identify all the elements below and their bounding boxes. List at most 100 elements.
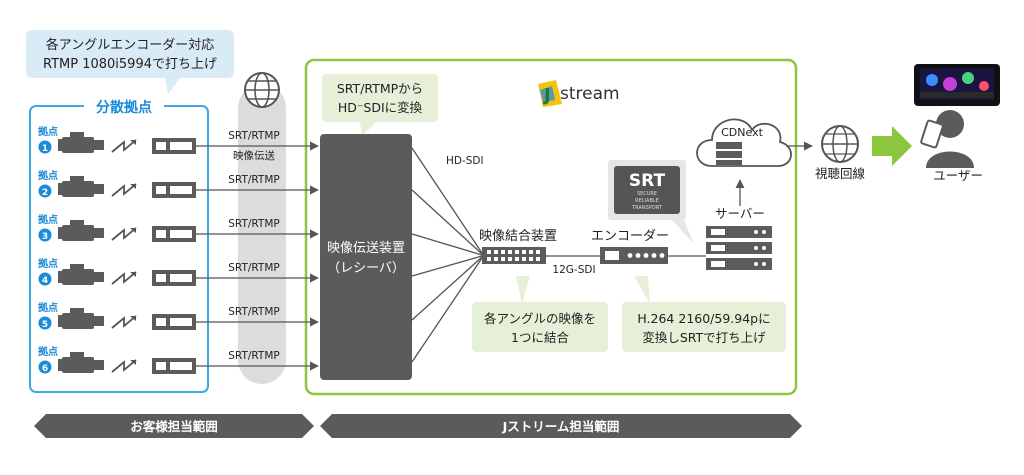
- site-label: 拠点: [38, 301, 58, 314]
- combine-note-callout: 各アングルの映像を 1つに結合: [472, 276, 608, 352]
- combine-note-line-2: 1つに結合: [511, 330, 569, 345]
- site-encoder-icon: [152, 270, 196, 286]
- site-number: 5: [42, 320, 48, 330]
- site-number: 2: [42, 188, 48, 198]
- srt-badge-line-2: RELIABLE: [635, 198, 659, 204]
- site-label: 拠点: [38, 169, 58, 182]
- combiner-device: 映像結合装置: [479, 229, 557, 264]
- receiver-note-line-1: SRT/RTMPから: [337, 81, 423, 96]
- link-label: SRT/RTMP: [228, 174, 280, 186]
- tablet-screen: [914, 64, 1000, 106]
- hd-sdi-lines: [411, 147, 483, 363]
- encoder-note-callout: 各アングルエンコーダー対応 RTMP 1080i5994で打ち上げ: [26, 30, 234, 94]
- transmit-icon: [111, 359, 137, 373]
- jstream-scope-banner: Jストリーム担当範囲: [320, 414, 802, 438]
- site-encoder-icon: [152, 226, 196, 242]
- delivery-arrow: [872, 126, 912, 166]
- server-label: サーバー: [715, 206, 765, 221]
- camera-icon: [58, 220, 104, 241]
- srt-badge-title: SRT: [629, 171, 666, 191]
- transmit-icon: [111, 183, 137, 197]
- site-row: 拠点 3 SRT/RTMP: [38, 213, 319, 242]
- receiver-label-2: （レシーバ）: [327, 261, 405, 276]
- encode-note-callout: H.264 2160/59.94pに 変換しSRTで打ち上げ: [622, 276, 786, 352]
- srt-badge-line-1: SECURE: [637, 191, 657, 197]
- customer-scope-banner: お客様担当範囲: [34, 414, 314, 438]
- camera-icon: [58, 352, 104, 373]
- link-sublabel: 映像伝送: [233, 149, 275, 162]
- site-encoder-icon: [152, 138, 196, 154]
- srt-badge-line-3: TRANSPORT: [631, 205, 663, 211]
- site-number: 4: [42, 276, 48, 286]
- link-label: SRT/RTMP: [228, 130, 280, 142]
- site-label: 拠点: [38, 125, 58, 138]
- site-encoder-icon: [152, 358, 196, 374]
- receiver-label-1: 映像伝送装置: [327, 241, 405, 256]
- site-number-badge: [38, 184, 52, 198]
- site-number-badge: [38, 316, 52, 330]
- receiver-device: 映像伝送装置 （レシーバ）: [320, 134, 412, 380]
- jstream-logo: J stream: [538, 80, 620, 107]
- site-label: 拠点: [38, 257, 58, 270]
- hd-sdi-line-1: [411, 147, 483, 254]
- site-number: 6: [42, 364, 48, 374]
- sdi-12g-label: 12G-SDI: [552, 264, 595, 276]
- site-number-badge: [38, 228, 52, 242]
- encode-note-line-1: H.264 2160/59.94pに: [637, 311, 770, 326]
- user-label: ユーザー: [933, 168, 983, 183]
- site-label: 拠点: [38, 345, 58, 358]
- encoder-note-line-1: 各アングルエンコーダー対応: [46, 37, 214, 53]
- site-label: 拠点: [38, 213, 58, 226]
- cdn-label: CDNext: [721, 126, 763, 139]
- site-rows: 拠点1SRT/RTMP映像伝送拠点2SRT/RTMP拠点3SRT/RTMP拠点4…: [38, 125, 319, 374]
- transmit-icon: [111, 315, 137, 329]
- jstream-scope-label: Jストリーム担当範囲: [502, 419, 620, 434]
- srt-badge: SRT SECURE RELIABLE TRANSPORT: [608, 160, 694, 244]
- camera-icon: [58, 308, 104, 329]
- link-label: SRT/RTMP: [228, 218, 280, 230]
- combiner-label: 映像結合装置: [479, 229, 557, 244]
- transmit-icon: [111, 227, 137, 241]
- transmit-icon-head: [130, 360, 136, 365]
- camera-icon: [58, 132, 104, 153]
- transmit-icon-head: [130, 184, 136, 189]
- cdn-cloud: CDNext: [696, 118, 792, 167]
- site-encoder-icon: [152, 182, 196, 198]
- transmit-icon-head: [130, 140, 136, 145]
- logo-stream: stream: [560, 84, 620, 104]
- sites-panel-title: 分散拠点: [96, 99, 152, 116]
- customer-scope-label: お客様担当範囲: [130, 419, 218, 434]
- hd-sdi-line-3: [411, 233, 483, 256]
- combine-note-line-1: 各アングルの映像を: [484, 311, 596, 326]
- site-number: 1: [42, 144, 48, 154]
- hd-sdi-line-2: [411, 189, 483, 255]
- encoder-device: エンコーダー: [591, 229, 669, 264]
- site-row: 拠点 1 SRT/RTMP 映像伝送: [38, 125, 319, 162]
- hd-sdi-line-5: [411, 256, 483, 321]
- encoder-label: エンコーダー: [591, 229, 669, 244]
- camera-icon: [58, 176, 104, 197]
- hd-sdi-line-6: [411, 257, 483, 363]
- site-row: 拠点 2 SRT/RTMP: [38, 169, 319, 198]
- user-icon: ユーザー: [920, 110, 983, 183]
- camera-icon: [58, 264, 104, 285]
- transmit-icon: [111, 139, 137, 153]
- hd-sdi-line-4: [411, 255, 483, 277]
- site-number: 3: [42, 232, 48, 242]
- receiver-note-callout: SRT/RTMPから HD⁻SDIに変換: [322, 74, 438, 136]
- hd-sdi-label: HD-SDI: [446, 155, 484, 167]
- encode-note-line-2: 変換しSRTで打ち上げ: [642, 330, 766, 345]
- transmit-icon-head: [130, 228, 136, 233]
- network-label: 視聴回線: [815, 166, 866, 181]
- server-stack: サーバー: [706, 206, 772, 270]
- encoder-note-line-2: RTMP 1080i5994で打ち上げ: [43, 57, 217, 72]
- link-label: SRT/RTMP: [228, 350, 280, 362]
- transmit-icon: [111, 271, 137, 285]
- receiver-note-line-2: HD⁻SDIに変換: [338, 100, 423, 115]
- viewing-network: 視聴回線: [815, 125, 866, 181]
- site-number-badge: [38, 272, 52, 286]
